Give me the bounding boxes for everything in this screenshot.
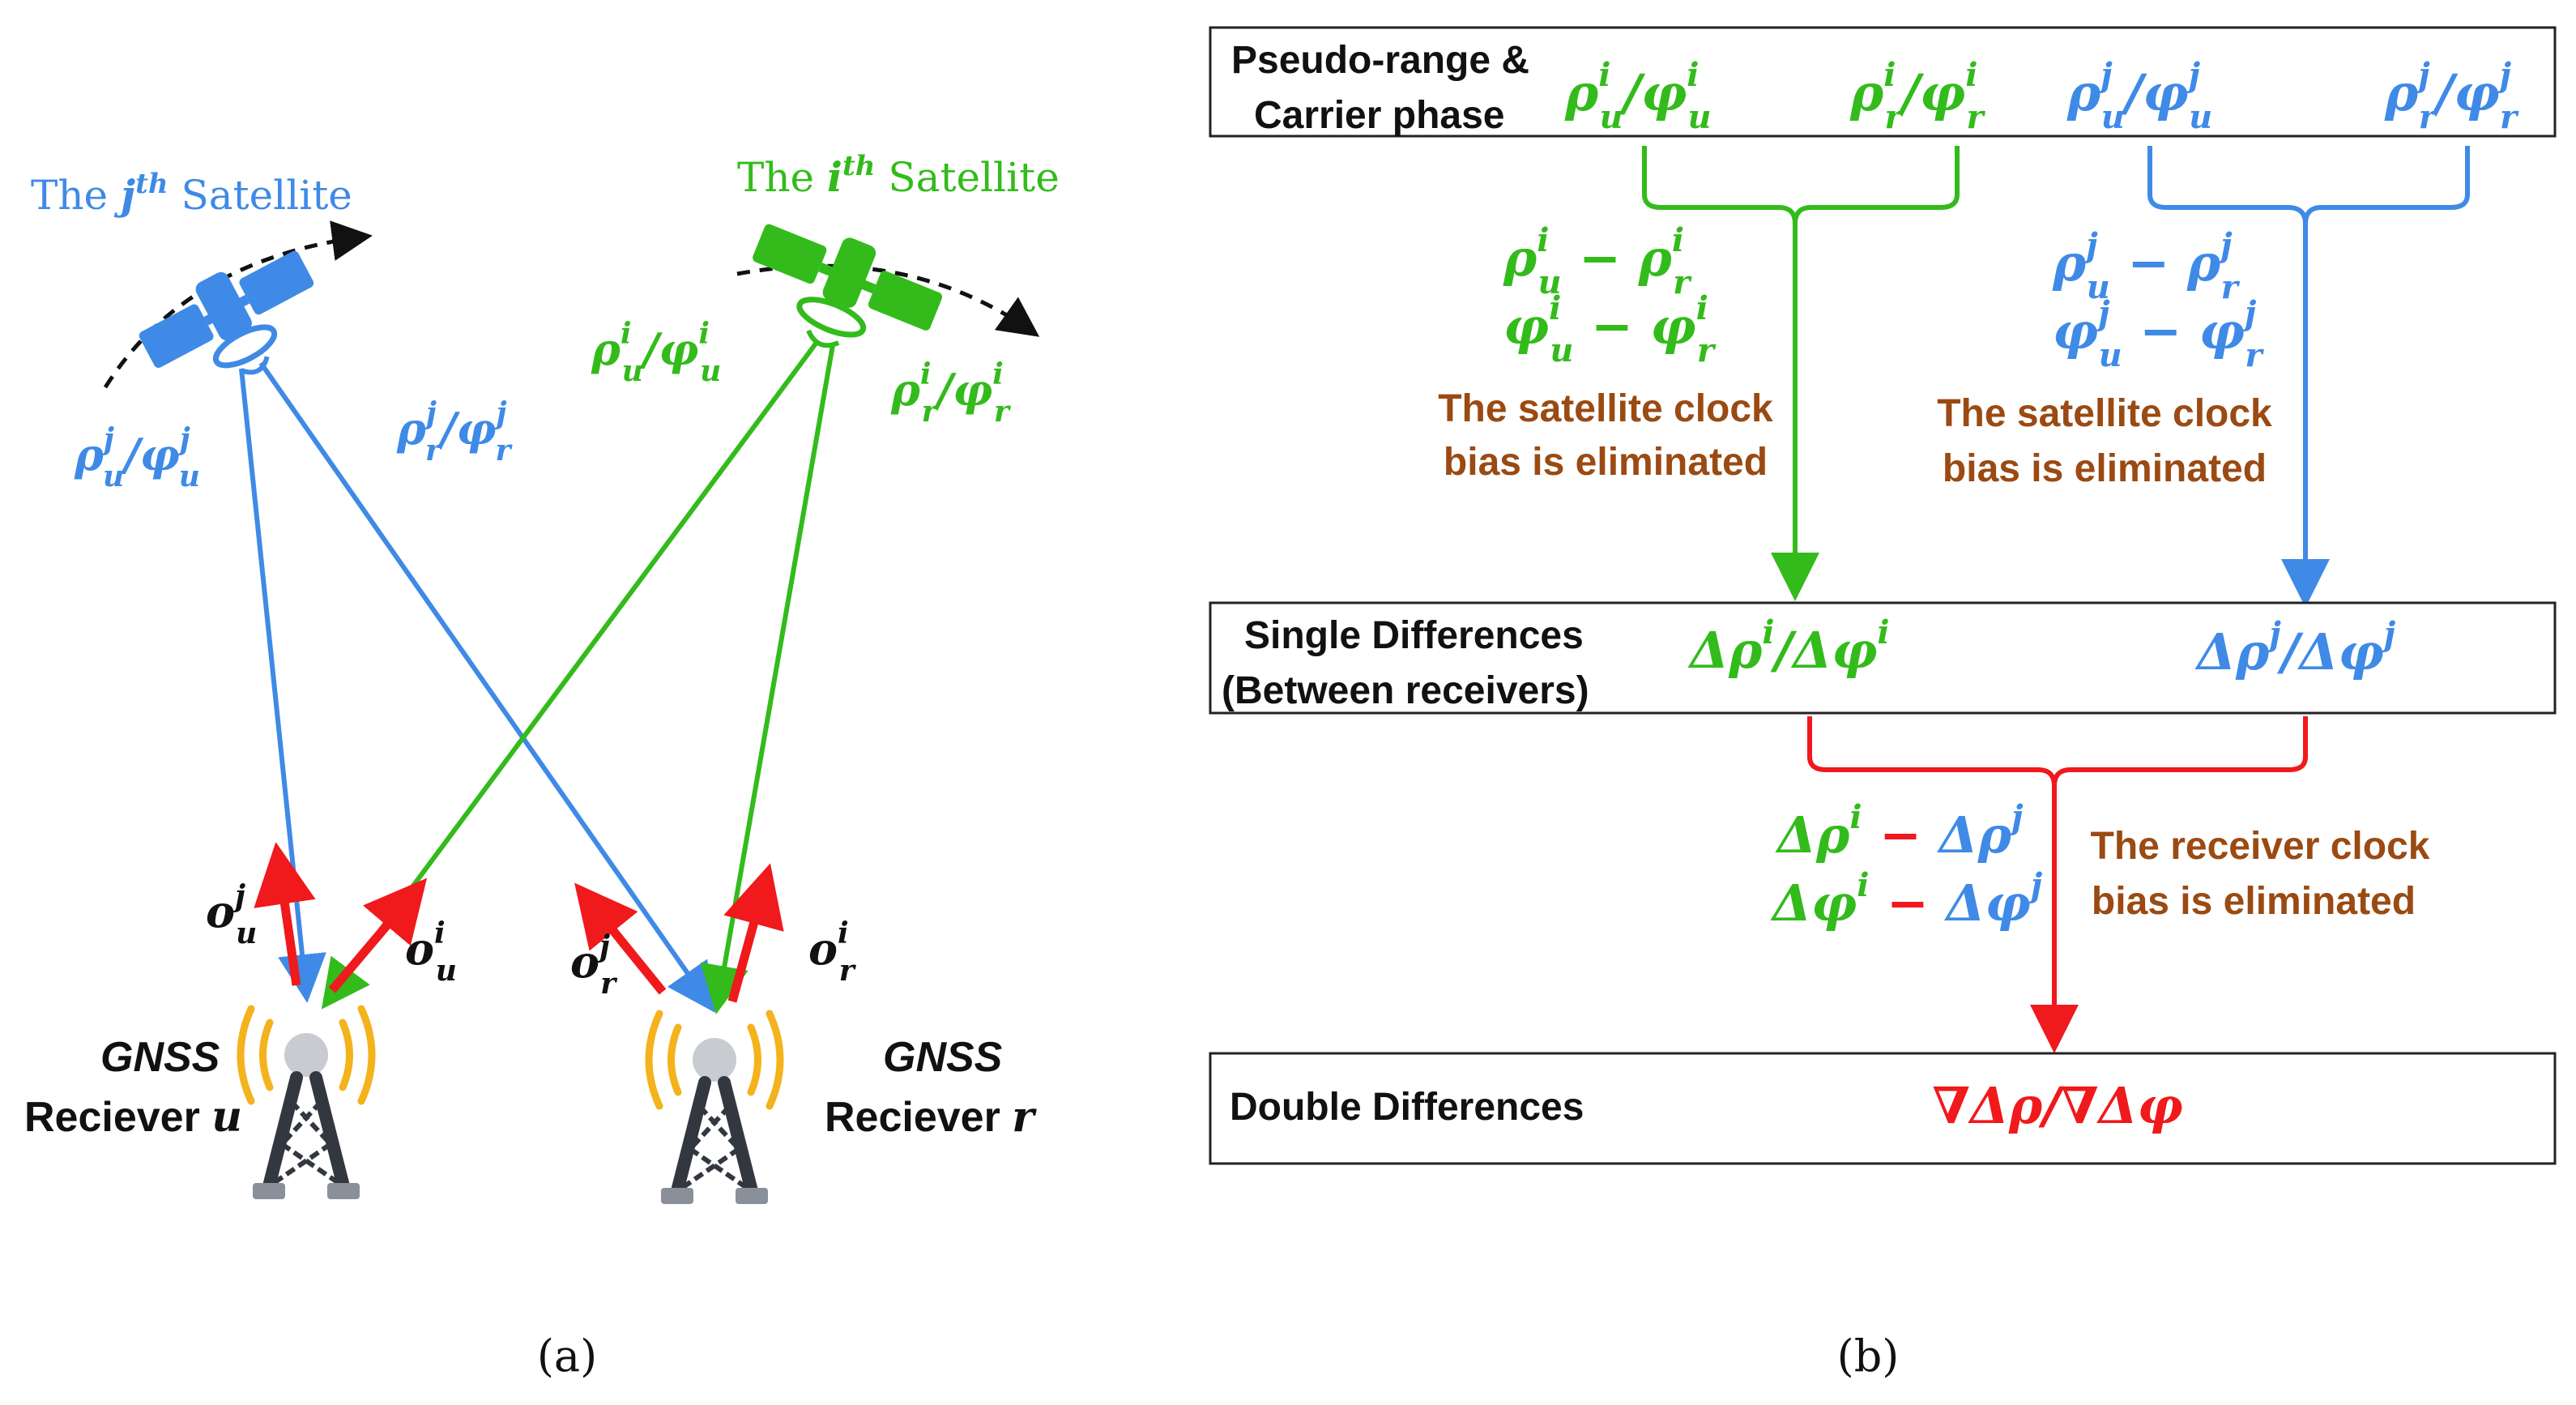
box2-label-line1: Single Differences (1244, 614, 1584, 657)
green-bracket-right (1793, 146, 1960, 224)
green-note-line2: bias is eliminated (1444, 441, 1768, 484)
orientation-arrow-oju (254, 842, 316, 986)
receiver-u-line1: GNSS (100, 1034, 220, 1081)
single-diff-i: Δρi/Δφi (1687, 613, 1890, 680)
box-pseudo-range (1209, 26, 2557, 138)
satellite-icon (139, 250, 314, 375)
double-diff-rho: Δρi − Δρj (1775, 798, 2024, 865)
signal-line-j-to-u (239, 368, 326, 1003)
panel-a: The jth Satellite The ith Satellite (24, 150, 1060, 1382)
red-bracket-right (2052, 716, 2308, 787)
box-single-differences (1209, 601, 2557, 715)
double-diff-phi: Δφi − Δφj (1770, 866, 2043, 933)
receiver-tower-icon (645, 1010, 784, 1204)
box3-label: Double Differences (1230, 1086, 1584, 1129)
single-diff-j: Δρj/Δφj (2194, 615, 2396, 681)
signal-line-i-to-r (700, 344, 835, 1014)
satellite-i-title: The ith Satellite (737, 150, 1060, 201)
orientation-arrow-ojr (574, 882, 667, 995)
satellite-j-title: The jth Satellite (31, 168, 352, 219)
box1-label-line1: Pseudo-range & (1231, 39, 1529, 82)
blue-bracket-right (2303, 146, 2470, 224)
receiver-r-line1: GNSS (883, 1034, 1003, 1081)
green-bracket-arrow (1642, 146, 1819, 601)
red-note-line2: bias is eliminated (2092, 880, 2416, 923)
double-diff-term: ∇Δρ/∇Δφ (1932, 1076, 2183, 1135)
receiver-tower-icon (237, 1005, 376, 1199)
box2-label-line2: (Between receivers) (1222, 669, 1589, 712)
green-note-line1: The satellite clock (1438, 387, 1773, 430)
orbit-arc-i (736, 263, 1040, 337)
caption-a: (a) (537, 1330, 597, 1382)
blue-note-line2: bias is eliminated (1943, 447, 2267, 490)
red-note-line1: The receiver clock (2091, 825, 2430, 868)
blue-note-line1: The satellite clock (1937, 392, 2272, 435)
box1-label-line2: Carrier phase (1254, 94, 1505, 137)
receiver-r-line2: Reciever r (825, 1092, 1037, 1142)
box-double-differences (1209, 1052, 2557, 1165)
signal-wave-icon (645, 1010, 784, 1110)
orientation-arrow-oiu (328, 878, 428, 993)
receiver-u-line2: Reciever u (24, 1092, 242, 1142)
signal-line-j-to-r (258, 361, 715, 1013)
satellite-icon (753, 224, 943, 348)
caption-b: (b) (1837, 1330, 1900, 1382)
orientation-arrow-oir (723, 863, 784, 1003)
blue-bracket-arrow (2147, 146, 2330, 608)
signal-wave-icon (237, 1005, 376, 1105)
